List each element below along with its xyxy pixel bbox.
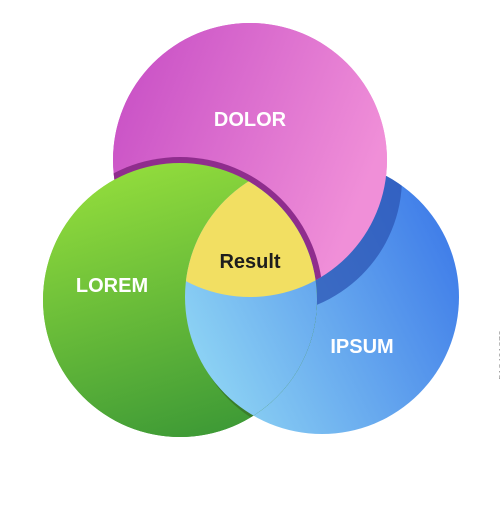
ipsum-label: IPSUM [330, 336, 393, 358]
lorem-label: LOREM [76, 275, 148, 297]
result-region [185, 163, 317, 297]
dolor-label: DOLOR [214, 109, 287, 131]
result-label: Result [219, 251, 280, 273]
